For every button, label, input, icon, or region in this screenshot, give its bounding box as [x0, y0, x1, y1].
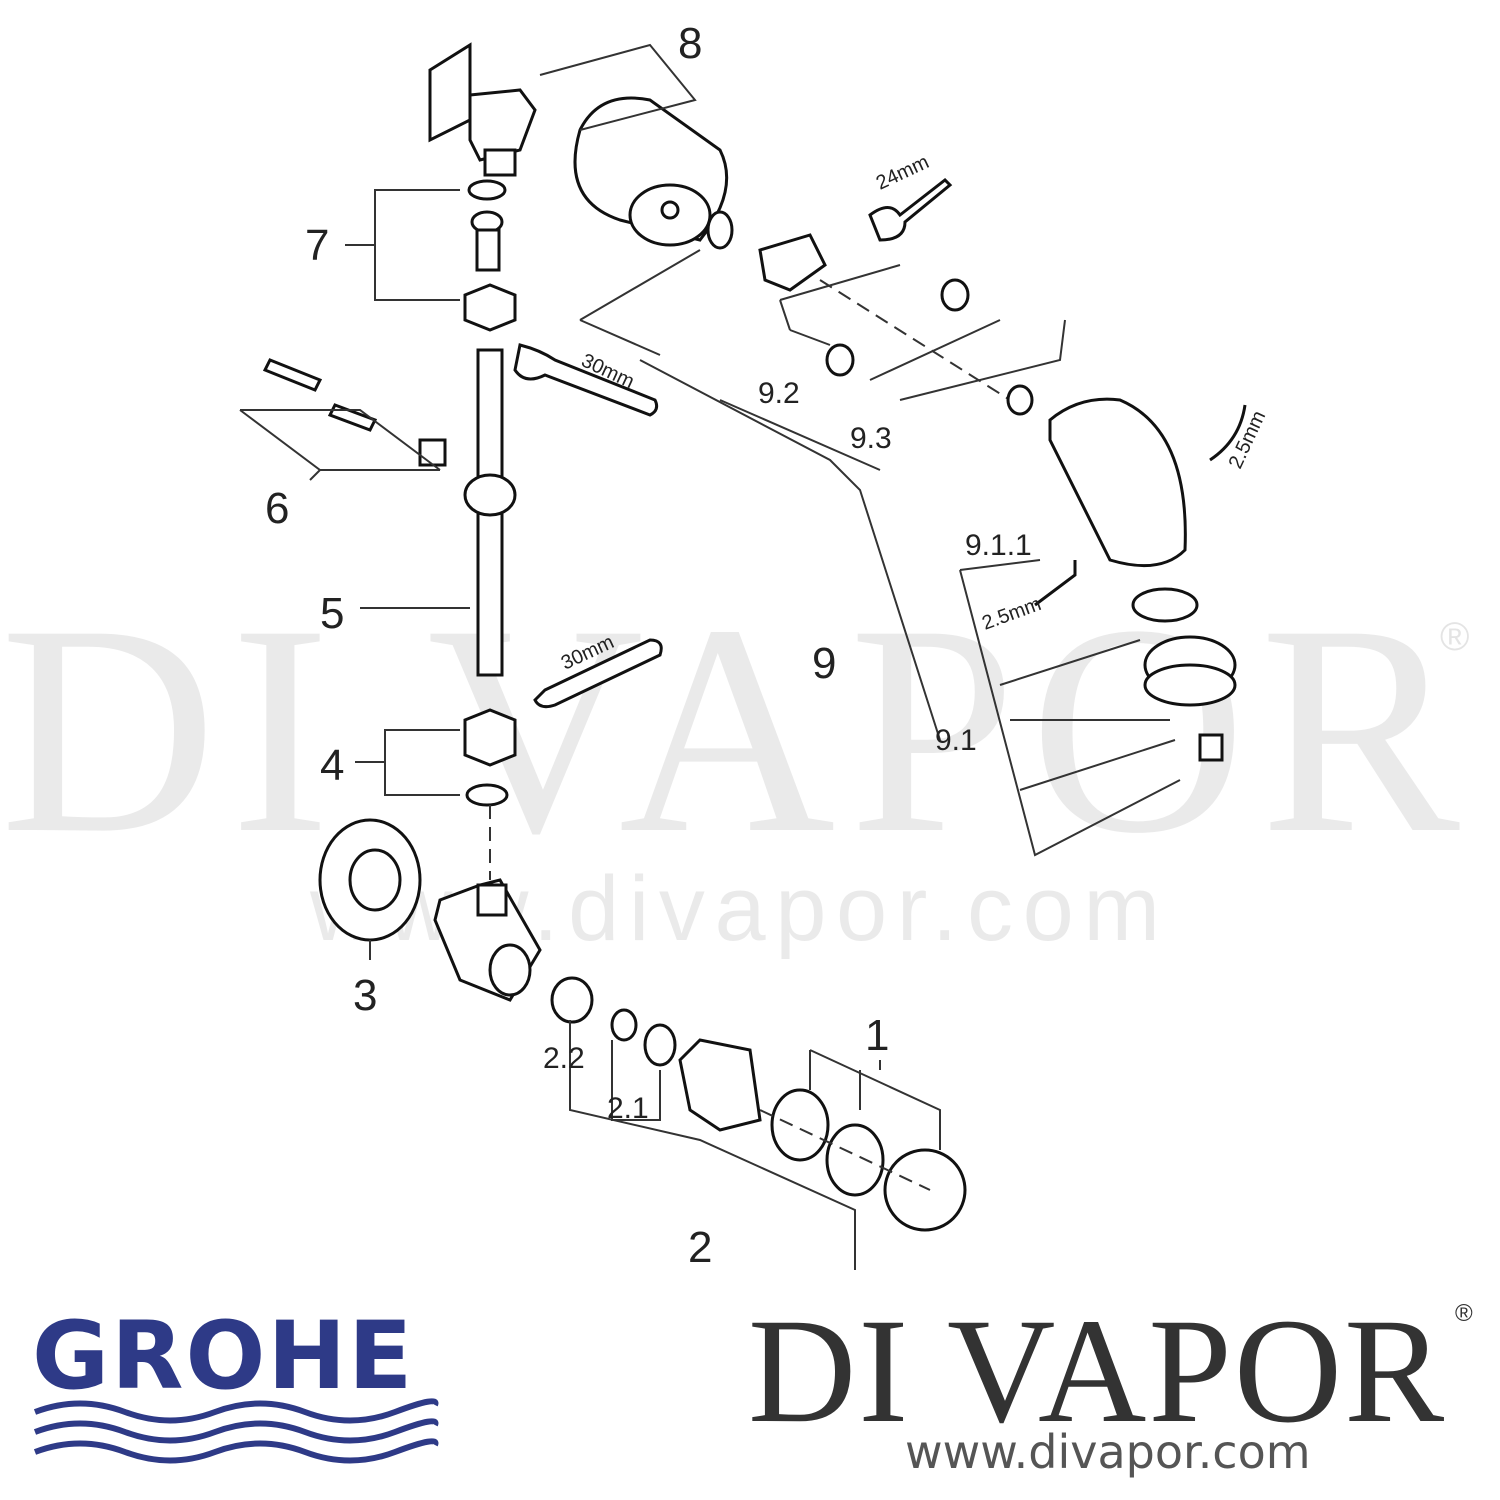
cartridge — [678, 1038, 762, 1132]
part-label-9-2: 9.2 — [758, 377, 800, 410]
bracket-4 — [355, 729, 460, 796]
part-label-2-2: 2.2 — [543, 1042, 585, 1075]
bracket-7 — [345, 189, 460, 301]
bracket-1 — [809, 1049, 941, 1150]
cover-rosette — [573, 96, 729, 247]
part-label-3: 3 — [353, 971, 377, 1020]
grohe-logo-waves — [33, 1398, 439, 1464]
bracket-9 — [579, 249, 941, 741]
o-ring — [610, 1008, 638, 1042]
divapor-logo: DI VAPOR — [748, 1288, 1447, 1454]
union-nut — [463, 283, 517, 332]
o-ring — [1131, 587, 1199, 623]
washer — [467, 179, 507, 201]
bracket-2 — [569, 1020, 856, 1270]
part-label-2-1: 2.1 — [607, 1092, 649, 1125]
screw — [262, 358, 323, 392]
part-label-4: 4 — [320, 741, 344, 790]
hose-connector — [758, 233, 827, 292]
hex-key-icon — [1034, 560, 1077, 607]
bracket-8 — [539, 43, 697, 131]
olive — [475, 228, 501, 272]
o-ring — [1006, 384, 1034, 416]
part-label-8: 8 — [678, 19, 702, 68]
hex-key-icon — [1209, 404, 1247, 462]
part-label-9-3: 9.3 — [850, 422, 892, 455]
dowel — [327, 403, 378, 432]
insert — [550, 976, 594, 1024]
grohe-logo: GROHE — [32, 1302, 415, 1411]
nut — [940, 278, 970, 312]
divapor-url: www.divapor.com — [905, 1425, 1311, 1479]
flow-regulator — [1198, 733, 1224, 762]
part-label-2: 2 — [688, 1223, 712, 1272]
watermark-text: DI VAPOR — [0, 563, 1461, 895]
rail-holder — [418, 438, 447, 467]
o-ring — [770, 1088, 830, 1162]
washer — [465, 783, 509, 807]
union-nut — [463, 708, 517, 767]
bracket-9-1 — [959, 559, 1181, 857]
part-label-9-1: 9.1 — [935, 724, 977, 757]
registered-mark: ® — [1455, 1300, 1473, 1327]
part-label-9: 9 — [812, 639, 836, 688]
bracket-9-2 — [779, 264, 1001, 381]
wrench-icon — [533, 638, 663, 709]
bracket-9-3 — [719, 319, 1066, 471]
part-label-5: 5 — [320, 589, 344, 638]
bracket-6 — [239, 409, 441, 481]
wrench-size-label: 24mm — [873, 151, 933, 194]
o-ring — [643, 1023, 677, 1067]
wall-elbow — [428, 42, 537, 177]
nut — [825, 343, 855, 377]
hand-shower-handle — [1048, 397, 1187, 568]
wrench-icon — [513, 343, 659, 417]
wrench-icon — [868, 178, 953, 242]
o-ring — [825, 1123, 885, 1197]
part-label-7: 7 — [305, 221, 329, 270]
part-label-9-1-1: 9.1.1 — [965, 529, 1032, 562]
watermark-registered: ® — [1440, 615, 1469, 659]
part-label-6: 6 — [265, 484, 289, 533]
o-ring — [706, 210, 734, 250]
rail-bracket-ball — [463, 473, 517, 517]
part-label-1: 1 — [865, 1011, 889, 1060]
control-knob — [883, 1148, 967, 1232]
